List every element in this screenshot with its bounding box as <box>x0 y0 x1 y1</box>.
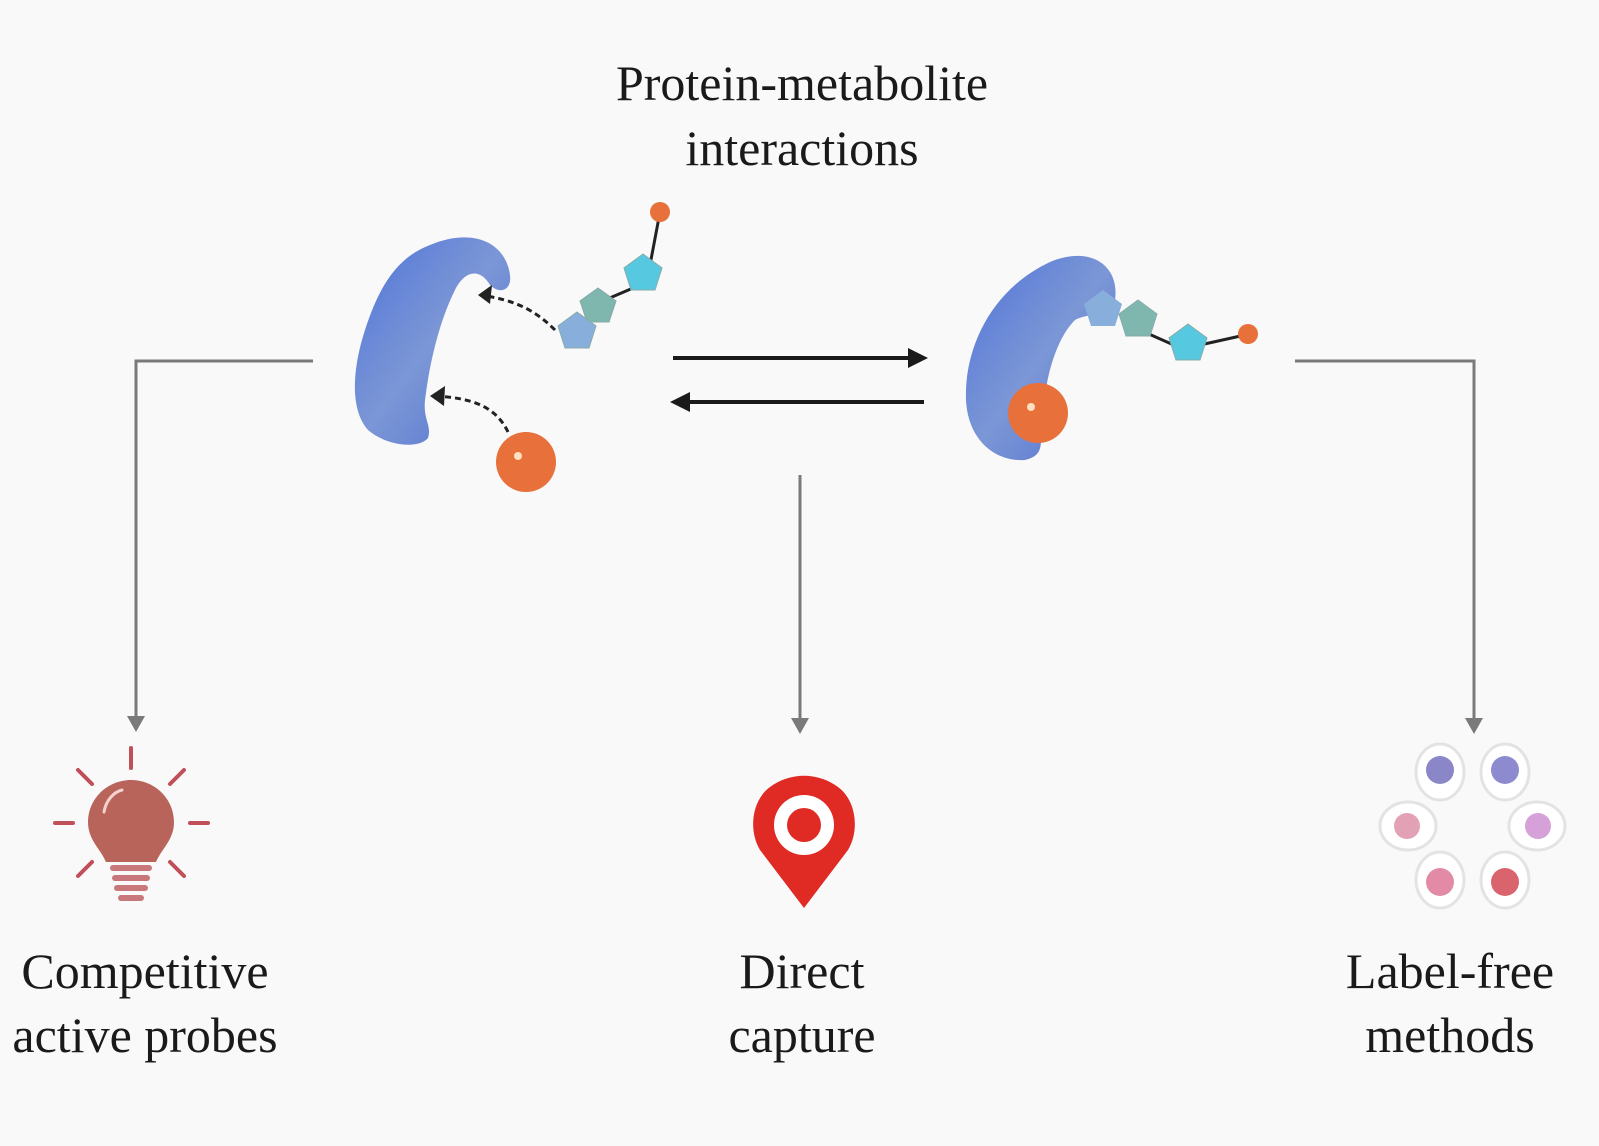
title-line-2: interactions <box>685 120 918 176</box>
cell-flower-icon <box>1378 742 1567 910</box>
method-label-labelfree-line-1: Label-free <box>1346 943 1554 999</box>
lightbulb-icon <box>53 746 210 901</box>
connector-label-free <box>1295 359 1483 734</box>
method-label-labelfree-line-2: methods <box>1365 1007 1534 1063</box>
bound-complex <box>965 255 1258 461</box>
method-label-direct-line-1: Direct <box>740 943 865 999</box>
method-label-competitive-line-1: Competitive <box>21 943 268 999</box>
title-line-1: Protein-metabolite <box>616 55 988 111</box>
unbound-protein <box>354 237 511 445</box>
glycan-metabolite <box>478 202 670 349</box>
connector-direct <box>791 475 809 734</box>
equilibrium-arrows <box>670 348 928 412</box>
small-metabolite <box>430 386 556 492</box>
method-label-direct-line-2: capture <box>728 1007 875 1063</box>
method-label-competitive-line-2: active probes <box>12 1007 277 1063</box>
connector-competitive <box>127 359 313 732</box>
target-pin-icon <box>753 775 855 908</box>
